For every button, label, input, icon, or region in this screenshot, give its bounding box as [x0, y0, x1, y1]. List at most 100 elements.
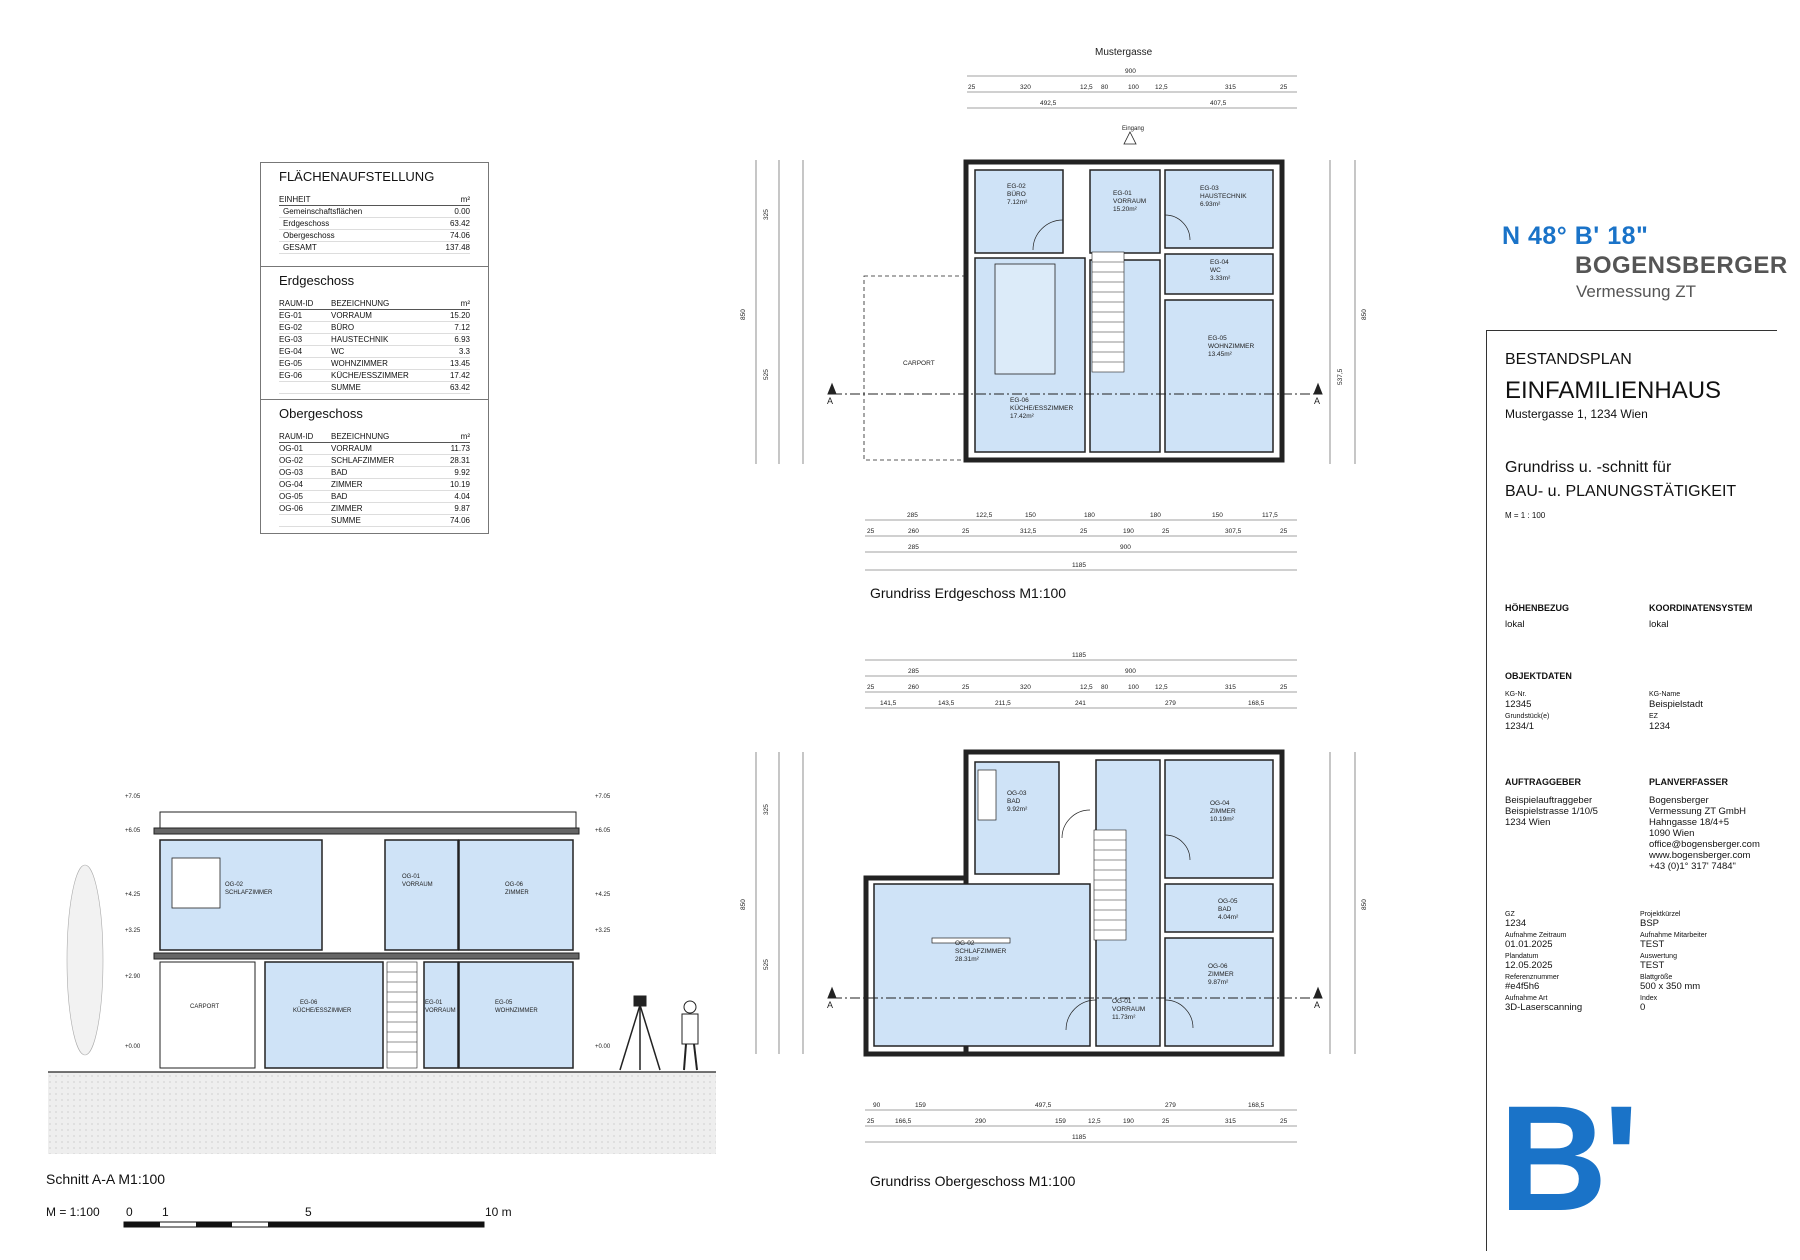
svg-text:325: 325 — [763, 804, 770, 815]
svg-text:KÜCHE/ESSZIMMER: KÜCHE/ESSZIMMER — [293, 1007, 352, 1014]
svg-text:VORRAUM: VORRAUM — [402, 882, 433, 888]
svg-text:CARPORT: CARPORT — [190, 1004, 220, 1010]
svg-text:15.20m²: 15.20m² — [1113, 206, 1138, 213]
svg-text:12,5: 12,5 — [1155, 84, 1168, 91]
svg-text:25: 25 — [968, 84, 976, 91]
svg-text:EG-01: EG-01 — [425, 1000, 443, 1006]
scale-tick-10: 10 m — [485, 1205, 512, 1219]
svg-text:159: 159 — [1055, 1118, 1066, 1125]
svg-text:12,5: 12,5 — [1080, 684, 1093, 691]
svg-text:4.04m²: 4.04m² — [1218, 914, 1239, 921]
svg-text:168,5: 168,5 — [1248, 1102, 1265, 1109]
svg-text:ZIMMER: ZIMMER — [505, 890, 529, 896]
scale-tick-0: 0 — [126, 1205, 133, 1219]
svg-text:CARPORT: CARPORT — [903, 360, 935, 367]
svg-text:290: 290 — [975, 1118, 986, 1125]
plan-scale: M = 1 : 100 — [1505, 511, 1546, 520]
svg-text:7.12m²: 7.12m² — [1007, 199, 1028, 206]
svg-text:EG-06: EG-06 — [1010, 397, 1029, 404]
svg-text:EG-03: EG-03 — [1200, 185, 1219, 192]
svg-text:279: 279 — [1165, 1102, 1176, 1109]
svg-text:SCHLAFZIMMER: SCHLAFZIMMER — [955, 948, 1007, 955]
svg-text:25: 25 — [867, 684, 875, 691]
svg-text:OG-02: OG-02 — [955, 940, 975, 947]
svg-text:312,5: 312,5 — [1020, 528, 1037, 535]
svg-text:90: 90 — [873, 1102, 881, 1109]
svg-text:307,5: 307,5 — [1225, 528, 1242, 535]
svg-text:OG-01: OG-01 — [1112, 998, 1132, 1005]
svg-text:+3.25: +3.25 — [595, 928, 611, 934]
svg-text:285: 285 — [907, 512, 918, 519]
brand-name: BOGENSBERGER — [1575, 252, 1788, 279]
svg-text:241: 241 — [1075, 700, 1086, 707]
svg-text:A: A — [827, 1000, 833, 1010]
svg-text:25: 25 — [962, 528, 970, 535]
svg-text:13.45m²: 13.45m² — [1208, 351, 1233, 358]
svg-text:1185: 1185 — [1072, 652, 1086, 659]
coordinate-header: N 48° B' 18" — [1502, 222, 1649, 250]
svg-text:1185: 1185 — [1072, 562, 1086, 569]
svg-text:525: 525 — [763, 959, 770, 970]
svg-text:12,5: 12,5 — [1088, 1118, 1101, 1125]
svg-text:285: 285 — [908, 668, 919, 675]
svg-text:+0.00: +0.00 — [125, 1044, 141, 1050]
entrance-label: Eingang — [1122, 126, 1144, 132]
svg-text:EG-05: EG-05 — [1208, 335, 1227, 342]
client-block: Beispielauftraggeber Beispielstrasse 1/1… — [1505, 795, 1598, 828]
svg-text:122,5: 122,5 — [976, 512, 993, 519]
svg-text:117,5: 117,5 — [1262, 512, 1278, 519]
svg-text:260: 260 — [908, 684, 919, 691]
svg-text:+6.05: +6.05 — [125, 828, 141, 834]
svg-text:537,5: 537,5 — [1337, 368, 1344, 385]
svg-text:25: 25 — [1280, 84, 1288, 91]
svg-text:260: 260 — [908, 528, 919, 535]
svg-text:25: 25 — [962, 684, 970, 691]
svg-text:9.87m²: 9.87m² — [1208, 979, 1229, 986]
svg-text:EG-06: EG-06 — [300, 1000, 318, 1006]
section-drawing — [48, 811, 716, 1154]
svg-text:KÜCHE/ESSZIMMER: KÜCHE/ESSZIMMER — [1010, 404, 1074, 412]
svg-text:900: 900 — [1125, 68, 1136, 75]
caption-og: Grundriss Obergeschoss M1:100 — [870, 1173, 1076, 1189]
svg-text:850: 850 — [740, 309, 747, 320]
svg-text:180: 180 — [1084, 512, 1095, 519]
svg-text:WC: WC — [1210, 267, 1221, 274]
svg-text:28.31m²: 28.31m² — [955, 956, 980, 963]
svg-text:25: 25 — [1280, 528, 1288, 535]
svg-text:A: A — [1314, 1000, 1320, 1010]
svg-text:12,5: 12,5 — [1080, 84, 1093, 91]
area-og-title: Obergeschoss — [279, 406, 363, 421]
svg-text:EG-01: EG-01 — [1113, 190, 1132, 197]
svg-text:25: 25 — [867, 528, 875, 535]
svg-text:OG-05: OG-05 — [1218, 898, 1238, 905]
svg-text:EG-02: EG-02 — [1007, 183, 1026, 190]
svg-text:407,5: 407,5 — [1210, 100, 1227, 107]
svg-text:+7.05: +7.05 — [125, 794, 141, 800]
caption-eg: Grundriss Erdgeschoss M1:100 — [870, 585, 1067, 601]
svg-text:OG-01: OG-01 — [402, 874, 421, 880]
eg-dimension-lines — [755, 75, 1356, 571]
svg-text:BÜRO: BÜRO — [1007, 190, 1026, 198]
svg-text:ZIMMER: ZIMMER — [1208, 971, 1234, 978]
svg-text:11.73m²: 11.73m² — [1112, 1014, 1136, 1021]
scale-label: M = 1:100 — [46, 1205, 100, 1219]
svg-text:900: 900 — [1120, 544, 1131, 551]
scale-tick-1: 1 — [162, 1205, 169, 1219]
svg-text:100: 100 — [1128, 684, 1139, 691]
